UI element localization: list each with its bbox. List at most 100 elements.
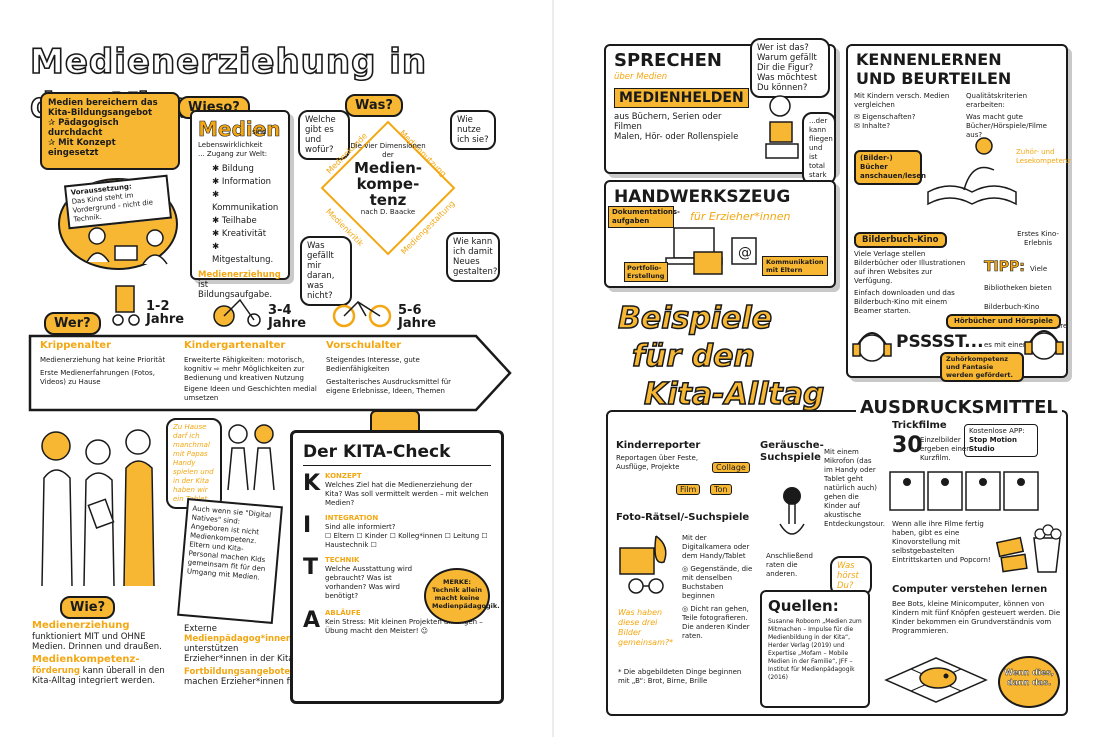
laptop-camera-icon: @ <box>665 227 757 275</box>
kita-check-board: Der KITA-Check K KONZEPT Welches Ziel ha… <box>290 430 504 704</box>
page-fold <box>552 0 554 737</box>
handwerk-tag-text: Kommunikation mit Eltern <box>766 258 824 274</box>
photo-puzzle-icon <box>619 535 667 594</box>
extern-block: Externe Medienpädagog*innen unterstützen… <box>184 624 302 687</box>
handwerk-tag-kommunikation: Kommunikation mit Eltern <box>762 256 828 276</box>
wie-line1: Medienerziehung <box>32 620 130 631</box>
computer-text: Bee Bots, kleine Minicomputer, können vo… <box>892 600 1061 635</box>
age-col-text: Erste Medienerfahrungen (Fotos, Videos) … <box>40 369 155 386</box>
buecher-tag: (Bilder-) Bücher anschauen/lesen <box>854 150 926 185</box>
age-col-krippe: Krippenalter Medienerziehung hat keine P… <box>40 340 178 387</box>
competence-center: Die vier Dimensionen der Medien- kompe- … <box>348 142 428 217</box>
svg-text:@: @ <box>738 245 752 261</box>
age-unit: Jahre <box>398 316 437 331</box>
title-banner: Medienerziehung in der Kita <box>29 40 500 127</box>
extern-line1: Externe <box>184 624 217 634</box>
wieso-sind: sind <box>252 128 267 136</box>
wie-line4-5: förderung kann überall in den Kita-Allta… <box>32 666 180 686</box>
age-number: 5-6 <box>398 303 422 318</box>
age-unit: Jahre <box>146 312 185 327</box>
was-hoerst-bubble: Was hörst Du? <box>830 556 872 596</box>
check-head: TECHNIK <box>325 556 360 564</box>
wieso-item: ✱ Kreativität <box>212 229 267 239</box>
handwerk-tag-text: Dokumentations-aufgaben <box>612 208 680 225</box>
reporter-text: Reportagen über Feste, Ausflüge, Projekt… <box>616 454 699 471</box>
center-text: Die vier Dimensionen der <box>350 142 426 159</box>
kennen-compare: Mit Kindern versch. Medien vergleichen ✉… <box>854 92 954 131</box>
kennen-quality: Qualitätskriterien erarbeiten: Was macht… <box>966 92 1062 140</box>
erstes-kino: Erstes Kino-Erlebnis <box>1017 230 1059 247</box>
quellen-text: Susanne Roboom „Medien zum Mitmachen – I… <box>768 618 862 681</box>
check-head: KONZEPT <box>325 472 362 480</box>
wenn-dann-text: Wenn dies, dann das. <box>1004 668 1054 687</box>
age-arrow-icon <box>28 334 512 412</box>
kino-tag: Bilderbuch-Kino <box>854 232 947 248</box>
child-with-tablet-illustration-icon <box>86 227 168 265</box>
intro-box: Medien bereichern das Kita-Bildungsangeb… <box>40 92 180 170</box>
kita-check-title: Der KITA-Check <box>303 441 491 466</box>
intro-line: ✰ Mit Konzept <box>48 138 116 148</box>
center-text: tenz <box>369 191 407 209</box>
hoer-tag-text: Hörbücher und Hörspiele <box>954 317 1053 325</box>
wie-line4: förderung <box>32 666 80 676</box>
check-options: ☐ Eltern ☐ Kinder ☐ Kolleg*innen ☐ Leitu… <box>325 532 488 549</box>
wenn-dann-badge: Wenn dies, dann das. <box>998 656 1060 708</box>
check-letter: I <box>303 513 312 538</box>
sprechen-sub: über Medien <box>614 72 668 82</box>
stroller-icon <box>112 285 140 326</box>
open-book-icon <box>927 137 1017 206</box>
age-col-text: Erweiterte Fähigkeiten: motorisch, kogni… <box>184 356 305 382</box>
wie-tag: Wie? <box>60 596 116 619</box>
check-text: Sind alle informiert? <box>325 523 396 531</box>
handwerk-tag-portfolio: Portfolio-Erstellung <box>624 262 668 282</box>
age-col-kindergarten: Kindergartenalter Erweiterte Fähigkeiten… <box>184 340 320 403</box>
geraeusch-title: Suchspiele <box>760 452 821 463</box>
bicycle-icon <box>332 301 392 328</box>
check-head: INTEGRATION <box>325 514 379 522</box>
age-col-head: Krippenalter <box>40 340 111 351</box>
age-col-text: Medienerziehung hat keine Priorität <box>40 356 166 364</box>
foto-text-block: Mit der Digitalkamera oder dem Handy/Tab… <box>682 534 756 641</box>
kino-text: Viele Verlage stellen Bilderbücher oder … <box>854 250 972 316</box>
kino-tag-text: Bilderbuch-Kino <box>862 235 939 245</box>
wieso-item: ✱ Bildung <box>212 164 254 174</box>
geraeusch-anschl: Anschließend raten die anderen. <box>766 552 813 578</box>
quellen-title: Quellen: <box>768 597 839 615</box>
psst-text: PSSSST... <box>896 332 984 352</box>
age-2: 3-4 Jahre <box>268 304 306 330</box>
popcorn-tickets-icon <box>995 524 1062 573</box>
was-bubble-kritik: Was gefällt mir daran, was nicht? <box>300 236 352 306</box>
family-illustration-icon <box>41 429 155 587</box>
kennen-line: ✉ Eigenschaften? <box>854 113 916 121</box>
age-col-vorschule: Vorschulalter Steigendes Interesse, gute… <box>326 340 466 396</box>
foto-note: * Die abgebildeten Dinge beginnen mit „B… <box>618 668 742 685</box>
psst-tag: Zuhörkompetenz und Fantasie werden geför… <box>940 352 1024 382</box>
computer-title: Computer verstehen lernen <box>892 584 1048 595</box>
kennen-quality-line: Qualitätskriterien erarbeiten: <box>966 92 1028 109</box>
wie-line3: Medienkompetenz- <box>32 654 140 665</box>
check-text: Welches Ziel hat die Medienerziehung der… <box>325 481 489 507</box>
check-technik: T TECHNIK Welche Ausstattung wird gebrau… <box>303 556 421 601</box>
kennen-quality-line: Was macht gute Bücher/Hörspiele/Filme au… <box>966 113 1047 139</box>
was-bubble-nutzung: Wie nutze ich sie? <box>450 110 496 150</box>
intro-line: Kita-Bildungsangebot <box>48 108 153 118</box>
foto-title: Foto-Rätsel/-Suchspiele <box>616 512 750 523</box>
geraeusch-title: Geräusche- <box>760 440 824 451</box>
beispiele-block: Beispiele für den Kita-Alltag <box>617 300 834 414</box>
extern-line2: Medienpädagog*innen <box>184 634 292 644</box>
wieso-zugang: ... Zugang zur Welt: <box>198 150 268 158</box>
trick-number: 30 <box>892 433 923 458</box>
wieso-item: ✱ Mitgestaltung. <box>212 242 274 265</box>
was-bubble-kunde: Welche gibt es und wofür? <box>298 110 350 160</box>
age-col-head: Vorschulalter <box>326 340 402 351</box>
extern-line5: machen Erzieher*innen fit. <box>184 677 298 687</box>
kennen-line: Mit Kindern versch. Medien vergleichen <box>854 92 950 109</box>
sprechen-bubble-hero: ...der kann fliegen und ist total stark <box>802 112 836 185</box>
age-3: 5-6 Jahre <box>398 304 436 330</box>
ausdruck-title: AUSDRUCKSMITTEL <box>856 396 1062 420</box>
medien-word: Medien <box>198 117 281 141</box>
wieso-footer1: Medienerziehung <box>198 270 281 280</box>
center-text: kompe- <box>356 175 420 193</box>
beispiele-line: für den <box>631 338 755 375</box>
center-text: nach D. Baacke <box>360 208 416 216</box>
